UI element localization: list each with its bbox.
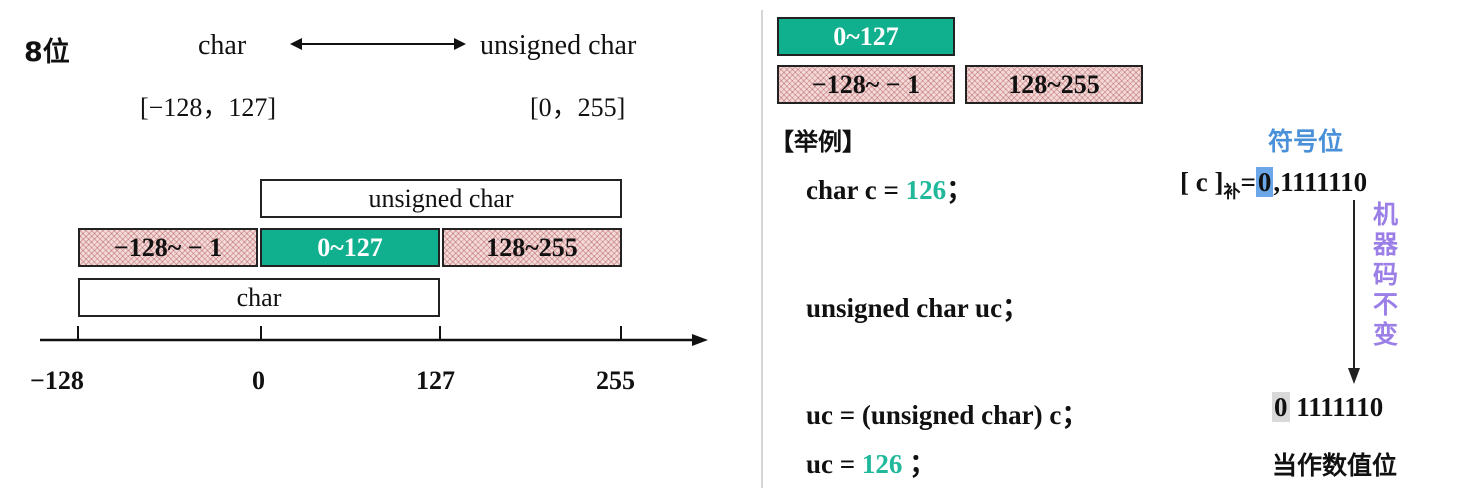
complement-sub: 补 [1223,182,1241,203]
result-bits: 0 1111110 [1272,392,1383,423]
code-suffix: ； [946,175,974,205]
value-126: 126 [905,175,947,205]
code-line-uc-value: uc = 126 ； [806,442,936,481]
complement-prefix: [ c ] [1180,167,1224,197]
code-line-cast: uc = (unsigned char) c； [806,400,1089,430]
result-rest: 1111110 [1289,392,1384,422]
bits-label: 8位 [24,37,70,68]
value-bit-label: 当作数值位 [1272,451,1398,480]
value-126: 126 [861,449,903,479]
code-prefix: char c = [806,175,906,205]
negative-segment: −128~ − 1 [78,228,258,267]
legend-zero-to-127: 0~127 [777,17,955,56]
legend-negative: −128~ − 1 [777,65,955,104]
char-range: [−128，127] [140,93,276,122]
tick-label: 127 [416,366,455,395]
panel-divider [761,10,763,488]
down-arrow-icon [1348,200,1360,384]
complement-bits: ,1111110 [1273,167,1368,197]
uchar-range: [0，255] [530,93,626,122]
code-prefix: uc = [806,449,862,479]
double-arrow-icon [290,38,466,50]
char-bar: char [78,278,440,317]
unsigned-char-bar: unsigned char [260,179,622,218]
tick-label: 255 [596,366,635,395]
example-header: 【举例】 [770,128,866,156]
code-line-uc-decl: unsigned char uc； [806,293,1030,323]
complement-expression: [ c ]补=0,1111110 [1180,167,1367,202]
char-label: char [198,30,247,61]
zero-to-127-segment: 0~127 [260,228,440,267]
complement-eq: = [1240,167,1256,197]
tick-label: −128 [30,366,84,395]
sign-bit-label: 符号位 [1268,127,1344,156]
code-suffix: ； [902,449,937,479]
tick-label: 0 [252,366,265,395]
code-line-char-c: char c = 126； [806,168,973,207]
sign-bit: 0 [1255,167,1274,197]
high-segment: 128~255 [442,228,622,267]
unsigned-char-label: unsigned char [480,30,637,61]
number-axis [40,326,708,346]
former-sign-bit: 0 [1272,392,1290,422]
machine-code-note: 机器码不变 [1373,200,1399,349]
legend-high: 128~255 [965,65,1143,104]
